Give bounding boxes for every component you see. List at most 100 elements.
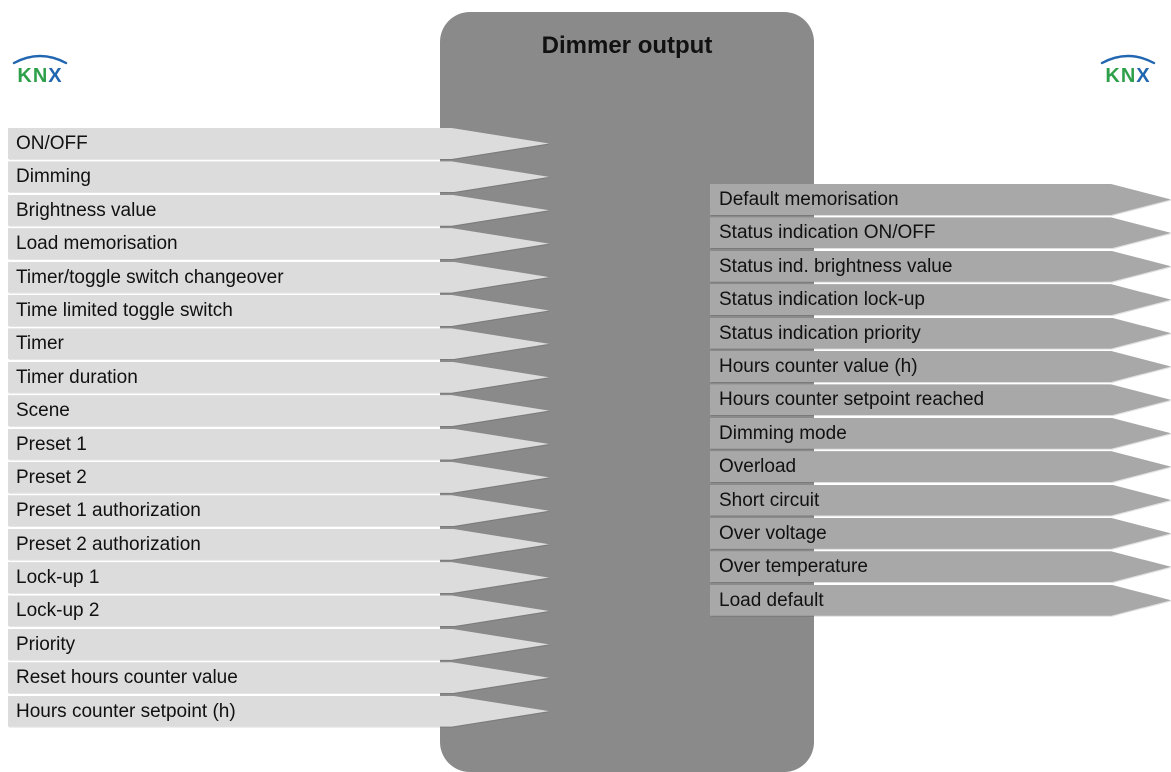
- output-object-label: Over temperature: [719, 556, 868, 578]
- knx-logo-icon: KNX: [12, 54, 68, 86]
- input-object-arrow-shape: [8, 595, 549, 627]
- input-object-arrow: Brightness value: [8, 194, 549, 226]
- input-object-label: Timer: [16, 333, 64, 355]
- output-object-arrow-shape: [710, 584, 1171, 616]
- input-object-label: Load memorisation: [16, 233, 178, 255]
- output-object-arrow: Default memorisation: [710, 184, 1171, 215]
- input-object-arrow: Preset 2 authorization: [8, 528, 549, 560]
- input-object-arrow-shape: [8, 662, 549, 694]
- output-object-label: Status indication priority: [719, 322, 921, 344]
- output-object-arrow-shape: [710, 317, 1171, 349]
- input-object-label: Reset hours counter value: [16, 667, 238, 689]
- input-object-arrow: Timer duration: [8, 361, 549, 393]
- input-object-label: Time limited toggle switch: [16, 299, 233, 321]
- input-object-label: Preset 1 authorization: [16, 500, 201, 522]
- top-cut-text: [8, 0, 88, 10]
- input-object-label: Lock-up 1: [16, 567, 100, 589]
- input-object-label: Timer duration: [16, 366, 138, 388]
- output-object-arrow: Status indication ON/OFF: [710, 217, 1171, 249]
- output-object-arrow: Hours counter setpoint reached: [710, 384, 1171, 416]
- output-object-arrow-shape: [710, 417, 1171, 449]
- output-object-arrow-shape: [710, 517, 1171, 549]
- output-object-label: Status indication lock-up: [719, 289, 925, 311]
- output-object-label: Load default: [719, 589, 824, 611]
- input-object-arrow: Load memorisation: [8, 228, 549, 260]
- output-object-arrow-shape: [710, 384, 1171, 416]
- input-object-arrow-shape: [8, 628, 549, 660]
- input-object-arrow: Lock-up 2: [8, 595, 549, 627]
- output-object-arrow-shape: [710, 350, 1171, 382]
- input-object-label: Scene: [16, 400, 70, 422]
- input-object-arrow-shape: [8, 194, 549, 226]
- input-object-arrow-shape: [8, 461, 549, 493]
- input-object-arrow: Timer: [8, 328, 549, 360]
- output-object-arrow: Status ind. brightness value: [710, 250, 1171, 282]
- output-object-arrow-shape: [710, 284, 1171, 316]
- input-object-arrow-shape: [8, 261, 549, 293]
- input-object-label: Priority: [16, 633, 76, 655]
- output-object-arrow-shape: [710, 484, 1171, 516]
- output-object-label: Over voltage: [719, 522, 827, 544]
- output-object-arrow: Dimming mode: [710, 417, 1171, 449]
- output-object-arrow-shape: [710, 551, 1171, 583]
- input-object-label: Brightness value: [16, 199, 157, 221]
- input-object-label: Dimming: [16, 166, 91, 188]
- input-object-label: Hours counter setpoint (h): [16, 700, 236, 722]
- input-object-arrow: Reset hours counter value: [8, 662, 549, 694]
- output-object-label: Hours counter value (h): [719, 355, 918, 377]
- output-object-arrow: Over temperature: [710, 551, 1171, 583]
- input-object-arrow: Priority: [8, 628, 549, 660]
- input-object-arrow: Scene: [8, 395, 549, 427]
- output-object-label: Hours counter setpoint reached: [719, 389, 985, 411]
- output-object-arrow-shape: [710, 451, 1171, 483]
- knx-logo-icon: KNX: [1100, 54, 1156, 86]
- input-object-label: Preset 2: [16, 466, 87, 488]
- input-object-arrow-shape: [8, 395, 549, 427]
- input-object-arrow-shape: [8, 361, 549, 393]
- input-object-arrow: Lock-up 1: [8, 562, 549, 594]
- input-object-arrow: Timer/toggle switch changeover: [8, 261, 549, 293]
- output-object-label: Overload: [719, 456, 797, 478]
- output-object-arrow: Hours counter value (h): [710, 350, 1171, 382]
- output-object-label: Dimming mode: [719, 422, 847, 444]
- output-object-label: Status ind. brightness value: [719, 255, 953, 277]
- output-object-arrow: Overload: [710, 451, 1171, 483]
- output-object-label: Short circuit: [719, 489, 820, 511]
- input-object-arrow: Preset 2: [8, 461, 549, 493]
- output-object-arrow: Load default: [710, 584, 1171, 616]
- input-object-arrow: Dimming: [8, 161, 549, 193]
- input-object-arrow-shape: [8, 161, 549, 193]
- knx-logo-left: KNX: [8, 52, 72, 86]
- input-object-arrow-shape: [8, 294, 549, 326]
- input-object-arrow-shape: [8, 128, 549, 159]
- output-object-arrow-shape: [710, 217, 1171, 249]
- input-object-arrow-shape: [8, 495, 549, 527]
- knx-logo-right: KNX: [1096, 52, 1160, 86]
- input-object-arrow: Hours counter setpoint (h): [8, 695, 549, 727]
- input-object-label: Preset 1: [16, 433, 87, 455]
- input-object-arrow-shape: [8, 328, 549, 360]
- input-object-arrow: Preset 1 authorization: [8, 495, 549, 527]
- output-object-label: Status indication ON/OFF: [719, 222, 936, 244]
- input-object-label: Timer/toggle switch changeover: [16, 266, 284, 288]
- output-object-arrow-shape: [710, 184, 1171, 215]
- input-object-arrow: Time limited toggle switch: [8, 294, 549, 326]
- input-object-arrow-shape: [8, 562, 549, 594]
- output-object-arrow-shape: [710, 250, 1171, 282]
- input-object-arrow-shape: [8, 695, 549, 727]
- output-object-arrow: Status indication priority: [710, 317, 1171, 349]
- output-object-arrow: Over voltage: [710, 517, 1171, 549]
- input-object-arrow: Preset 1: [8, 428, 549, 460]
- svg-text:KNX: KNX: [1105, 65, 1150, 86]
- input-object-arrow-shape: [8, 528, 549, 560]
- input-object-arrow-shape: [8, 428, 549, 460]
- input-object-label: Preset 2 authorization: [16, 533, 201, 555]
- output-object-arrow: Status indication lock-up: [710, 284, 1171, 316]
- output-object-label: Default memorisation: [719, 189, 899, 210]
- input-object-arrow-shape: [8, 228, 549, 260]
- input-object-label: Lock-up 2: [16, 600, 100, 622]
- device-title: Dimmer output: [541, 32, 713, 59]
- output-object-arrow: Short circuit: [710, 484, 1171, 516]
